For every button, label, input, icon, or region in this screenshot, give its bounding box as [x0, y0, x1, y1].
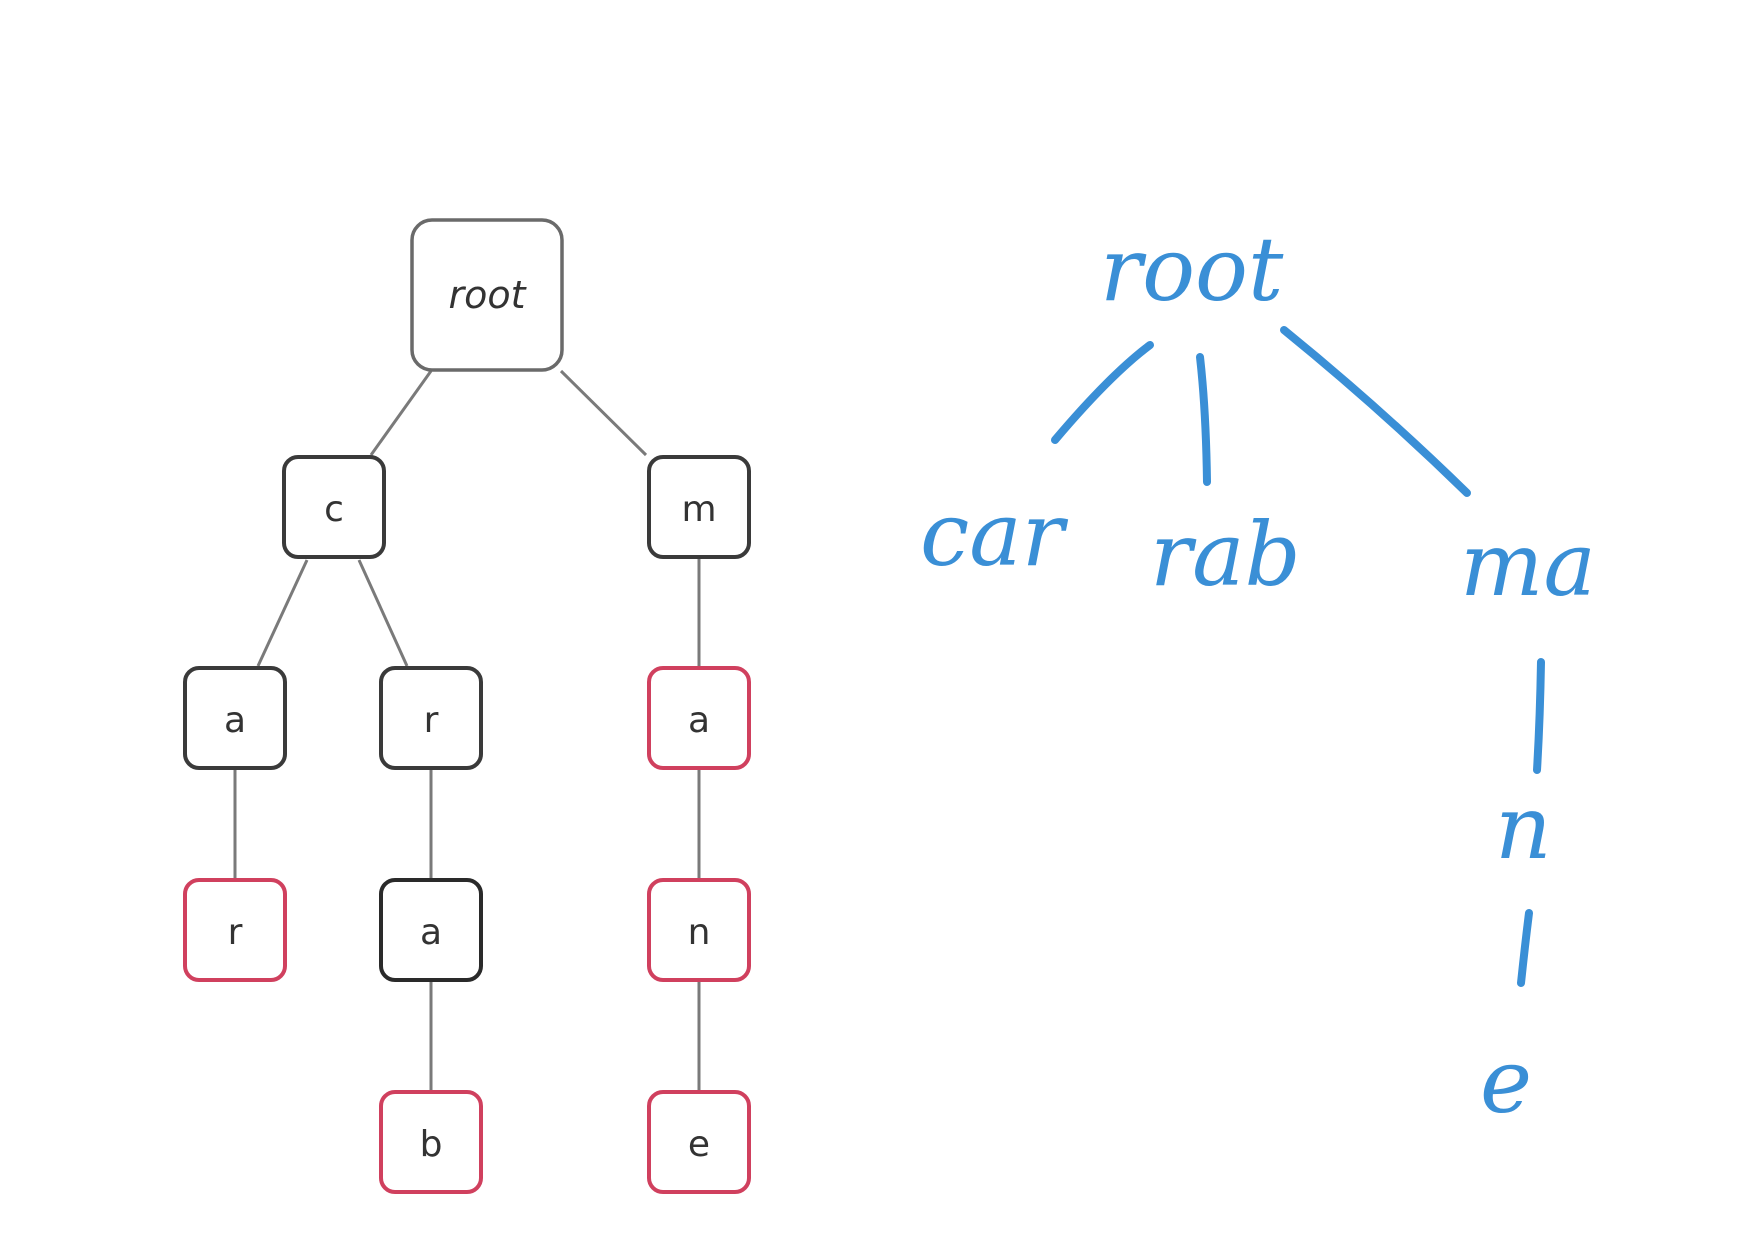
- trie-node-man-label: n: [688, 912, 711, 953]
- trie-node-c-label: c: [324, 489, 344, 530]
- trie-node-c: c: [282, 455, 386, 559]
- stroke-root-car: [1051, 341, 1154, 444]
- handwritten-chain-e: e: [1480, 1030, 1532, 1133]
- handwritten-root: root: [1100, 218, 1284, 321]
- trie-node-ca: a: [183, 666, 287, 770]
- stroke-root-ma: [1280, 326, 1471, 497]
- stroke-ma-n: [1533, 658, 1545, 774]
- trie-node-man: n: [647, 878, 751, 982]
- trie-edges: [233, 369, 701, 1090]
- handwritten-branch-ma: ma: [1460, 513, 1596, 616]
- trie-node-ma: a: [647, 666, 751, 770]
- trie-diagram: root c m a r a r: [183, 218, 751, 1194]
- trie-node-root-label: root: [448, 273, 527, 317]
- trie-node-cra-label: a: [420, 912, 442, 953]
- edge-root-c: [369, 370, 433, 456]
- trie-node-ma-label: a: [688, 700, 710, 741]
- edge-c-r: [357, 559, 409, 667]
- handwritten-sketch: root car rab ma n e: [920, 218, 1596, 1133]
- stroke-n-e: [1517, 909, 1533, 987]
- handwritten-chain-n: n: [1495, 776, 1552, 879]
- stroke-root-rab: [1196, 353, 1211, 486]
- edge-root-m: [559, 369, 648, 457]
- trie-node-cr: r: [379, 666, 483, 770]
- trie-node-m: m: [647, 455, 751, 559]
- handwritten-branch-car: car: [920, 483, 1069, 586]
- handwritten-strokes: [1051, 326, 1545, 987]
- trie-node-cra: a: [379, 878, 483, 982]
- trie-node-root: root: [410, 218, 564, 372]
- trie-node-mane: e: [647, 1090, 751, 1194]
- handwritten-branch-rab: rab: [1150, 503, 1301, 606]
- trie-node-crab: b: [379, 1090, 483, 1194]
- trie-node-mane-label: e: [688, 1124, 710, 1165]
- trie-node-ca-label: a: [224, 700, 246, 741]
- trie-node-crab-label: b: [420, 1124, 443, 1165]
- edge-c-a: [256, 559, 309, 667]
- trie-node-car-label: r: [228, 912, 243, 953]
- trie-node-cr-label: r: [424, 700, 439, 741]
- trie-node-car: r: [183, 878, 287, 982]
- trie-node-m-label: m: [681, 489, 716, 530]
